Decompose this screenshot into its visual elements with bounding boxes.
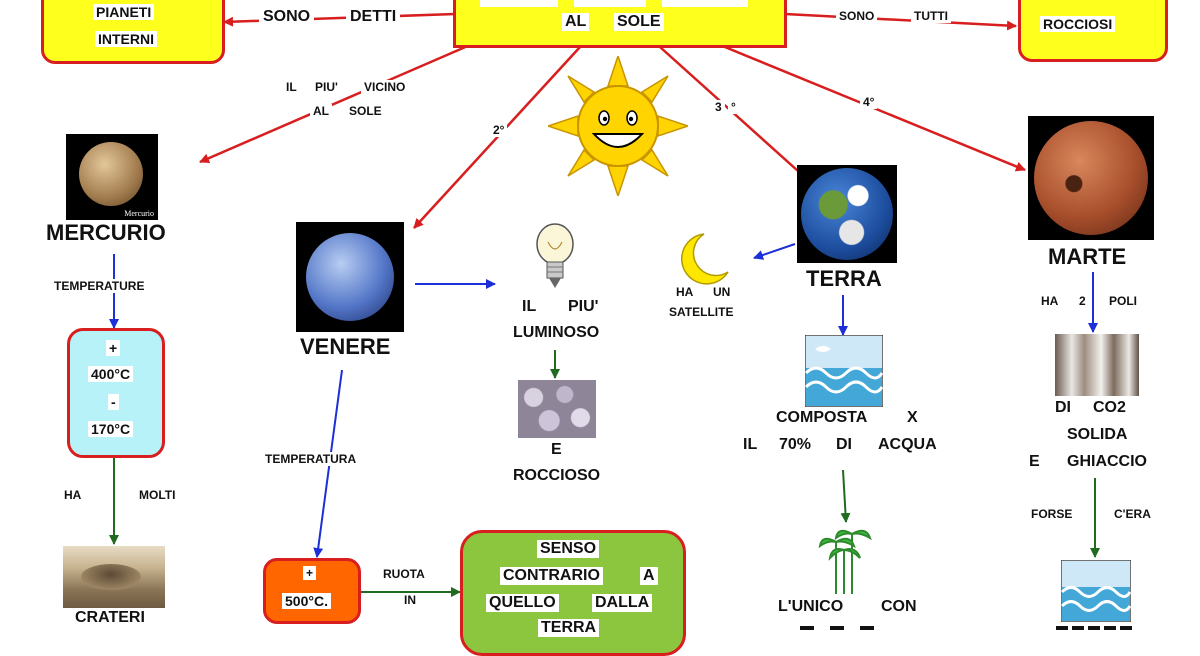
mars-planet-disc: [1034, 121, 1148, 235]
mercurio-temp-label: TEMPERATURE: [51, 279, 148, 293]
venere-terra: TERRA: [538, 619, 600, 637]
mercurio-ha: HA: [61, 488, 85, 502]
venere-name: VENERE: [300, 334, 391, 359]
ice-image: [1055, 334, 1139, 396]
terra-cut-line-marks: [800, 626, 890, 630]
mercury-image: Mercurio: [66, 134, 158, 220]
terra-unico: L'UNICO: [775, 598, 847, 616]
mercurio-link-il: IL: [283, 80, 300, 94]
venere-in: IN: [401, 593, 419, 607]
terra-di: DI: [833, 436, 855, 454]
venere-quello: QUELLO: [486, 594, 559, 612]
venere-il: IL: [519, 298, 540, 316]
link-sono-right: SONO: [836, 9, 878, 23]
terra-satellite: SATELLITE: [666, 305, 737, 319]
marte-poli: POLI: [1106, 294, 1141, 308]
venere-temp-label: TEMPERATURA: [262, 452, 360, 466]
link-tutti: TUTTI: [911, 9, 951, 23]
mercurio-link-sole: SOLE: [346, 104, 385, 118]
mercury-image-caption: Mercurio: [124, 209, 154, 218]
marte-co2: CO2: [1090, 399, 1129, 417]
venus-planet-disc: [306, 233, 394, 321]
marte-name: MARTE: [1048, 244, 1127, 269]
marte-solida: SOLIDA: [1064, 426, 1131, 444]
title-word-sole: SOLE: [614, 13, 664, 31]
marte-e: E: [1026, 453, 1043, 471]
terra-ha: HA: [673, 285, 697, 299]
marte-2: 2: [1076, 294, 1089, 308]
venere-order: 2°: [490, 123, 508, 137]
marte-forse: FORSE: [1028, 507, 1076, 521]
mercury-planet-disc: [79, 142, 143, 206]
crateri-label: CRATERI: [75, 609, 145, 626]
marte-order: 4°: [860, 95, 878, 109]
marte-ghiaccio: GHIACCIO: [1064, 453, 1150, 471]
mercurio-temp-plus: +: [106, 340, 121, 356]
venere-temp-plus: +: [303, 566, 317, 580]
water-icon: [805, 335, 883, 407]
terra-order-degree: °: [728, 100, 739, 114]
interni-line-1: PIANETI: [93, 4, 155, 20]
marte-cera: C'ERA: [1111, 507, 1154, 521]
earth-planet-disc: [801, 168, 893, 260]
marte-di: DI: [1052, 399, 1074, 417]
terra-x: X: [904, 409, 921, 427]
crater-hole: [81, 564, 141, 590]
lightbulb-icon: [536, 223, 574, 288]
marte-cut-line: [1056, 624, 1136, 630]
rocks-image: [518, 380, 596, 438]
mercurio-name: MERCURIO: [46, 220, 166, 245]
arrow-acqua-vita: [840, 469, 851, 523]
terra-70: 70%: [776, 436, 815, 454]
arrow-to-venere: [413, 46, 581, 229]
venere-contrario: CONTRARIO: [500, 567, 603, 585]
venere-roccioso: ROCCIOSO: [510, 467, 604, 485]
mars-image: [1028, 116, 1154, 240]
interni-line-2: INTERNI: [95, 31, 157, 47]
mercurio-link-vicino: VICINO: [361, 80, 409, 94]
palm-tree-icon: [818, 529, 872, 594]
terra-un: UN: [710, 285, 734, 299]
venere-luminoso: LUMINOSO: [510, 324, 603, 342]
title-word-al: AL: [562, 13, 590, 31]
title-hidden-word-1: [480, 0, 558, 7]
terra-composta: COMPOSTA: [773, 409, 871, 427]
venere-e: E: [548, 441, 565, 459]
venere-ruota: RUOTA: [380, 567, 428, 581]
arrow-terra-satellite: [753, 243, 796, 260]
terra-cut-line: [800, 622, 890, 630]
arrow-to-mercurio: [199, 43, 471, 164]
venere-senso: SENSO: [537, 540, 600, 558]
mercurio-temp-high: 400°C: [88, 366, 134, 382]
water-icon-mars: [1061, 560, 1131, 622]
venere-piu: PIU': [565, 298, 602, 316]
venere-dalla: DALLA: [592, 594, 653, 612]
marte-ha: HA: [1038, 294, 1062, 308]
terra-il: IL: [740, 436, 761, 454]
title-hidden-word-3: [662, 0, 748, 7]
link-detti: DETTI: [346, 8, 401, 26]
moon-icon: [680, 233, 729, 285]
mercurio-temp-minus: -: [108, 394, 119, 410]
link-sono-left: SONO: [259, 8, 315, 26]
terra-name: TERRA: [806, 266, 882, 291]
rocciosi-label: ROCCIOSI: [1040, 16, 1116, 32]
venus-image: [296, 222, 404, 332]
mercurio-link-al: AL: [310, 104, 332, 118]
earth-image: [797, 165, 897, 263]
title-hidden-word-2: [574, 0, 646, 7]
terra-con: CON: [878, 598, 920, 616]
sun-icon: [548, 56, 688, 196]
crater-image: [63, 546, 165, 608]
venere-a: A: [640, 567, 658, 585]
terra-acqua: ACQUA: [875, 436, 940, 454]
arrow-to-rocciosi: [784, 12, 1017, 31]
marte-cut-line-marks: [1056, 626, 1136, 630]
mercurio-molti: MOLTI: [136, 488, 179, 502]
center-title-box: [453, 0, 787, 48]
terra-order-number: 3: [712, 100, 725, 114]
mercurio-temp-low: 170°C: [88, 421, 134, 437]
venere-temp-value: 500°C.: [282, 593, 331, 609]
mercurio-link-piu: PIU': [312, 80, 341, 94]
